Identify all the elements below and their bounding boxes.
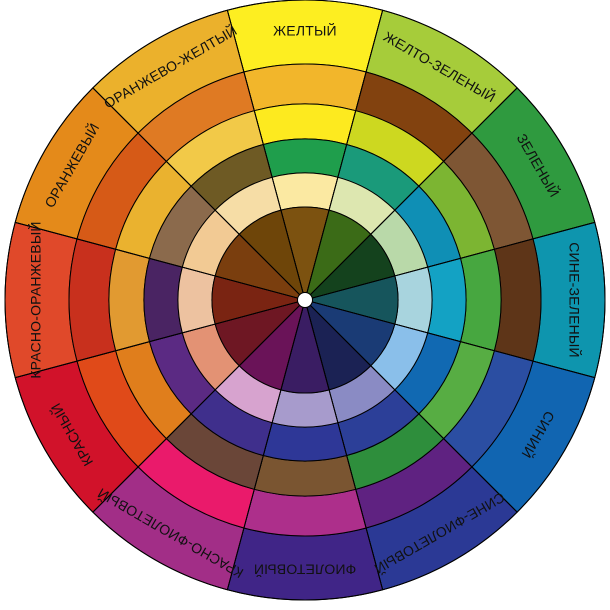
spoke-orange <box>15 221 298 299</box>
segment-red-orange-ring-4 <box>143 257 183 343</box>
wheel-segments <box>4 0 606 601</box>
segment-blue-green-ring-5 <box>394 266 433 334</box>
label-blue-green: СИНЕ-ЗЕЛЕНЫЙ <box>566 242 583 358</box>
spoke-orange-yellow <box>92 87 301 296</box>
segment-violet-ring-3 <box>253 455 357 497</box>
spoke-yellow <box>226 10 304 293</box>
spoke-red-violet <box>226 307 304 590</box>
label-red-orange: КРАСНО-ОРАНЖЕВЫЙ <box>27 221 44 378</box>
segment-yellow-ring-5 <box>271 172 339 211</box>
segment-red-orange-ring-3 <box>108 248 150 352</box>
segment-violet-ring-5 <box>271 389 339 428</box>
spoke-red <box>92 304 301 513</box>
segment-blue-green-ring-3 <box>460 248 502 352</box>
wheel-spokes <box>4 0 606 601</box>
segment-yellow-ring-3 <box>253 103 357 145</box>
label-violet: ФИОЛЕТОВЫЙ <box>254 561 357 578</box>
spoke-green <box>309 87 518 296</box>
segment-blue-green-ring-4 <box>427 257 467 343</box>
segment-red-orange-ring-5 <box>177 266 216 334</box>
spoke-violet <box>306 307 384 590</box>
outer-border <box>4 0 606 601</box>
segment-yellow-ring-4 <box>262 138 348 178</box>
spoke-red-orange <box>15 301 298 379</box>
spoke-yellow-green <box>306 10 384 293</box>
center-hole <box>297 292 313 308</box>
label-yellow: ЖЕЛТЫЙ <box>273 22 337 39</box>
spoke-blue-violet <box>309 304 518 513</box>
segment-violet-ring-4 <box>262 422 348 462</box>
spoke-blue <box>312 301 595 379</box>
spoke-blue-green <box>312 221 595 299</box>
